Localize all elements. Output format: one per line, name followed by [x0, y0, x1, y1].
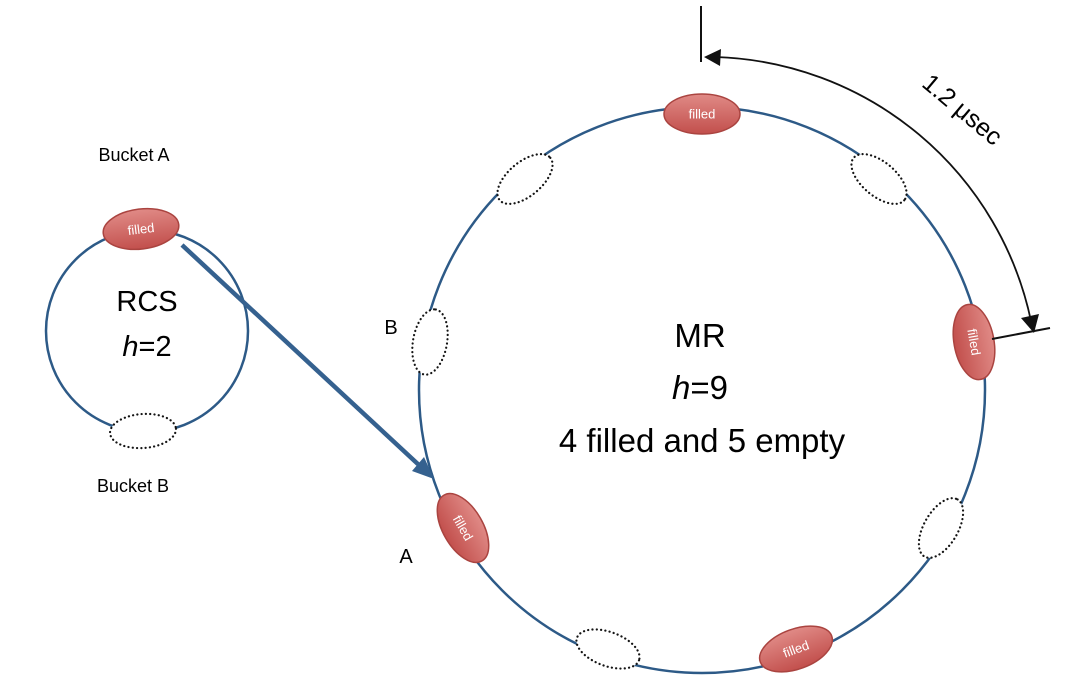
- bucket-a-label: Bucket A: [98, 145, 169, 165]
- small-ring-h-value: =2: [139, 331, 172, 363]
- small-ring-h-symbol: h: [122, 331, 138, 363]
- bucket-empty-ellipse: [850, 153, 908, 205]
- bucket-filled: filled: [436, 492, 490, 564]
- point-b-label: B: [384, 317, 397, 339]
- transfer-arrow-head: [412, 457, 434, 479]
- bucket-empty: [108, 412, 178, 450]
- bucket-filled-ellipse: [663, 93, 741, 135]
- small-ring-height: h=2: [122, 331, 171, 363]
- bucket-empty-ellipse: [496, 153, 554, 205]
- main-ring-h-symbol: h: [672, 369, 690, 406]
- main-ring-height: h=9: [672, 369, 728, 406]
- bucket-filled-label: filled: [689, 107, 716, 122]
- bucket-empty: [575, 628, 641, 670]
- bucket-filled: filled: [952, 303, 996, 381]
- bucket-empty: [917, 497, 965, 559]
- small-ring-name: RCS: [116, 286, 177, 318]
- main-ring-name: MR: [674, 317, 725, 354]
- bucket-empty-ellipse: [575, 628, 641, 670]
- point-a-label: A: [399, 546, 413, 568]
- bucket-filled-label: filled: [964, 328, 983, 357]
- duration-arrowhead-end: [1021, 314, 1039, 333]
- bucket-empty-ellipse: [108, 412, 178, 450]
- transfer-arrow-line: [180, 243, 422, 468]
- main-ring-h-value: =9: [690, 369, 728, 406]
- small-ring-buckets: filled: [102, 207, 180, 450]
- bucket-empty: [850, 153, 908, 205]
- bucket-empty: [411, 308, 449, 376]
- bucket-filled: filled: [663, 93, 741, 135]
- bucket-empty-ellipse: [411, 308, 449, 376]
- right-tick-line: [991, 327, 1051, 340]
- bucket-b-label: Bucket B: [97, 476, 169, 496]
- duration-arc: [715, 56, 1032, 322]
- main-ring-summary: 4 filled and 5 empty: [559, 422, 846, 459]
- bucket-filled-ellipse: [436, 492, 490, 564]
- bucket-empty-ellipse: [917, 497, 965, 559]
- duration-label: 1.2 μsec: [917, 69, 1008, 152]
- duration-arrowhead-start: [704, 49, 721, 66]
- bucket-filled: filled: [758, 625, 834, 673]
- bucket-filled: filled: [102, 207, 180, 251]
- main-ring-buckets: filled filled filled filled: [411, 93, 996, 673]
- bucket-filled-label: filled: [127, 220, 155, 238]
- bucket-filled-ellipse: [102, 207, 180, 251]
- bucket-empty: [496, 153, 554, 205]
- bucket-filled-ellipse: [758, 625, 834, 673]
